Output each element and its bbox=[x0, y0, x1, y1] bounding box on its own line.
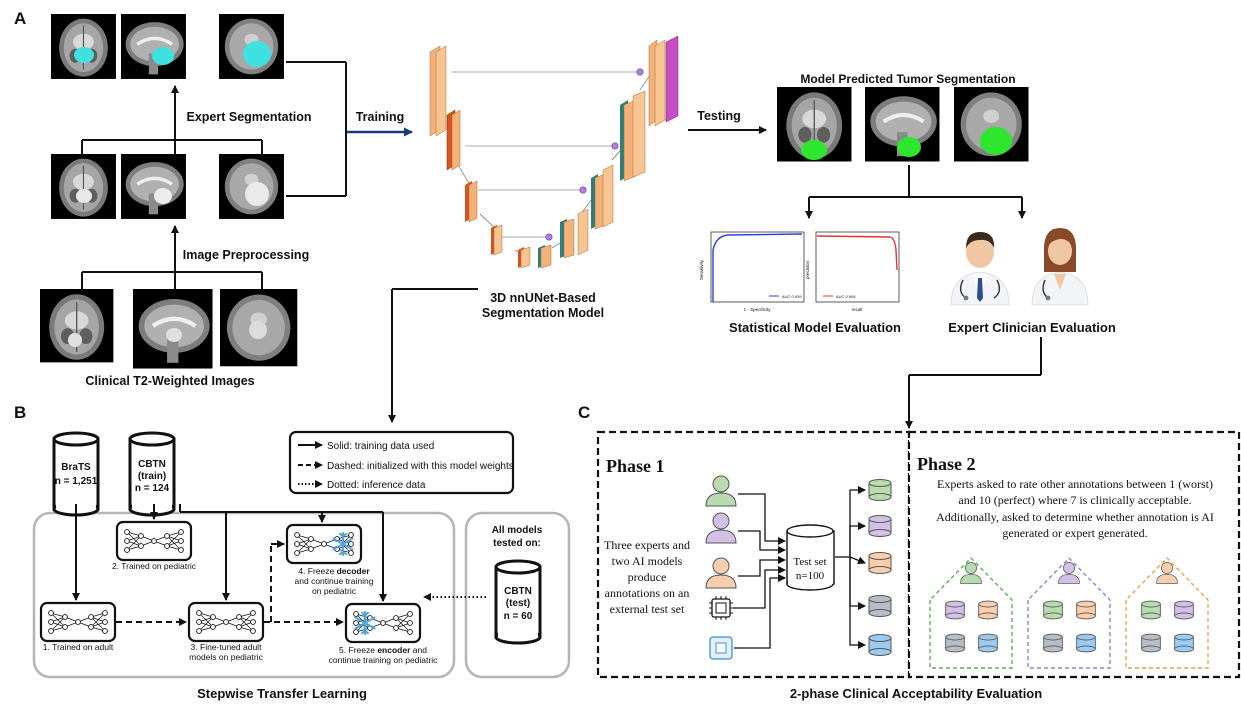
male-doctor-icon bbox=[950, 232, 1010, 306]
model-1-adult bbox=[39, 601, 117, 643]
preprocessing-label: Image Preprocessing bbox=[183, 248, 309, 262]
clinician-to-c-connector bbox=[905, 337, 1042, 429]
testing-label: Testing bbox=[697, 109, 741, 123]
model-title-line2: Segmentation Model bbox=[482, 306, 604, 320]
brats-count: n = 1,251 bbox=[55, 476, 98, 487]
svg-text:generated or expert generated.: generated or expert generated. bbox=[1002, 526, 1147, 540]
step5-label-line1: 5. Freeze encoder and bbox=[339, 645, 427, 655]
preprocessed-images bbox=[50, 152, 284, 221]
model-3-finetuned bbox=[187, 601, 265, 643]
cbtn-test-subtitle: (test) bbox=[506, 598, 530, 609]
svg-text:Three experts and: Three experts and bbox=[604, 538, 690, 552]
predicted-segmentation-images bbox=[776, 85, 1029, 164]
all-models-label-line2: tested on: bbox=[493, 538, 541, 549]
model-5-freeze-encoder bbox=[344, 602, 422, 644]
legend-solid-item: Solid: training data used bbox=[298, 441, 434, 452]
model-title-line1: 3D nnUNet-Based bbox=[490, 291, 596, 305]
female-doctor-icon bbox=[1031, 228, 1089, 306]
expert-segmentation-label: Expert Segmentation bbox=[186, 110, 311, 124]
clinician-evaluation-label: Expert Clinician Evaluation bbox=[948, 320, 1116, 335]
preprocessing-connector bbox=[81, 225, 263, 289]
legend-dashed-item: Dashed: initialized with this model weig… bbox=[298, 461, 514, 472]
svg-text:produce: produce bbox=[628, 570, 667, 584]
panel-label-a: A bbox=[14, 9, 26, 28]
unet-diagram bbox=[429, 35, 679, 269]
roc-curve-plot: AUC 0.939 1 - Specificity Sensitivity bbox=[699, 231, 805, 312]
svg-text:Solid: training data used: Solid: training data used bbox=[327, 441, 434, 452]
svg-text:Additionally, asked to determi: Additionally, asked to determine whether… bbox=[936, 510, 1214, 524]
test-set-label-line2: n=100 bbox=[796, 570, 825, 582]
ai-model2-chip-icon bbox=[709, 636, 733, 660]
roc-xlabel: 1 - Specificity bbox=[744, 307, 772, 312]
step4-label-line2: and continue training bbox=[295, 576, 374, 586]
line-style-legend bbox=[288, 430, 515, 495]
testset-output-arrows bbox=[835, 486, 866, 649]
step3-label-line2: models on pediatric bbox=[189, 652, 263, 662]
svg-text:Dashed: initialized with this: Dashed: initialized with this model weig… bbox=[327, 461, 514, 472]
phase1-box bbox=[596, 430, 911, 679]
step4-label-line1: 4. Freeze decoder bbox=[298, 566, 370, 576]
pr-ylabel: precision bbox=[805, 261, 810, 280]
clinical-t2-images bbox=[39, 289, 298, 369]
brats-name: BraTS bbox=[61, 462, 91, 473]
pr-legend: AUC 0.994 bbox=[836, 294, 856, 299]
evaluation-connector bbox=[805, 165, 1026, 219]
step5-label-line2: continue training on pediatric bbox=[329, 655, 438, 665]
weight-init-arrows bbox=[116, 540, 344, 626]
step3-label-line1: 3. Fine-tuned adult bbox=[191, 642, 263, 652]
pr-xlabel: recall bbox=[852, 307, 863, 312]
precision-recall-plot: AUC 0.994 recall precision bbox=[805, 231, 900, 312]
panel-label-c: C bbox=[578, 403, 590, 422]
cbtn-train-subtitle: (train) bbox=[138, 471, 166, 482]
expert-segmentation-images bbox=[50, 12, 284, 81]
model-2-pediatric bbox=[115, 520, 193, 562]
expert3-rating-group bbox=[1125, 556, 1209, 669]
training-flow-arrows bbox=[72, 504, 387, 602]
training-bracket bbox=[286, 61, 347, 197]
cbtn-train-name: CBTN bbox=[138, 459, 166, 470]
clinical-images-label: Clinical T2-Weighted Images bbox=[85, 374, 254, 388]
model-4-freeze-decoder bbox=[285, 523, 363, 565]
predicted-title: Model Predicted Tumor Segmentation bbox=[800, 72, 1015, 86]
all-models-label-line1: All models bbox=[492, 525, 543, 536]
brats-database bbox=[52, 431, 100, 517]
model-to-b-connector bbox=[388, 288, 478, 423]
phase2-description: Experts asked to rate other annotations … bbox=[936, 477, 1214, 540]
phase2-title: Phase 2 bbox=[917, 454, 976, 474]
svg-text:Dotted: inference data: Dotted: inference data bbox=[327, 480, 426, 491]
statistical-evaluation-label: Statistical Model Evaluation bbox=[729, 320, 901, 335]
step4-label-line3: on pediatric bbox=[312, 586, 357, 596]
roc-ylabel: Sensitivity bbox=[699, 259, 704, 280]
panel-label-b: B bbox=[14, 403, 26, 422]
svg-text:Experts asked to rate other an: Experts asked to rate other annotations … bbox=[937, 477, 1213, 491]
cbtn-test-name: CBTN bbox=[504, 586, 532, 597]
svg-text:annotations on an: annotations on an bbox=[605, 586, 690, 600]
annotator-to-testset-arrows bbox=[733, 493, 786, 649]
segmentation-connector bbox=[81, 85, 263, 154]
phase1-title: Phase 1 bbox=[606, 456, 665, 476]
step2-label: 2. Trained on pediatric bbox=[112, 561, 197, 571]
expert1-rating-group bbox=[929, 556, 1013, 669]
svg-text:and 10 (perfect) where 7 is cl: and 10 (perfect) where 7 is clinically a… bbox=[958, 493, 1191, 507]
cbtn-train-count: n = 124 bbox=[135, 483, 170, 494]
svg-text:two AI models: two AI models bbox=[612, 554, 683, 568]
phase1-description: Three experts and two AI models produce … bbox=[604, 538, 690, 616]
panel-b-caption: Stepwise Transfer Learning bbox=[197, 686, 367, 701]
training-label: Training bbox=[356, 110, 405, 124]
roc-legend: AUC 0.939 bbox=[782, 294, 802, 299]
svg-text:external test set: external test set bbox=[610, 602, 685, 616]
ai-model1-chip-icon bbox=[708, 595, 734, 621]
legend-dotted-item: Dotted: inference data bbox=[298, 480, 426, 491]
cbtn-test-count: n = 60 bbox=[504, 611, 533, 622]
step1-label: 1. Trained on adult bbox=[43, 642, 114, 652]
expert2-rating-group bbox=[1027, 556, 1111, 669]
test-set-database bbox=[786, 524, 835, 591]
test-set-label-line1: Test set bbox=[793, 556, 826, 568]
panel-c-caption: 2-phase Clinical Acceptability Evaluatio… bbox=[790, 686, 1042, 701]
